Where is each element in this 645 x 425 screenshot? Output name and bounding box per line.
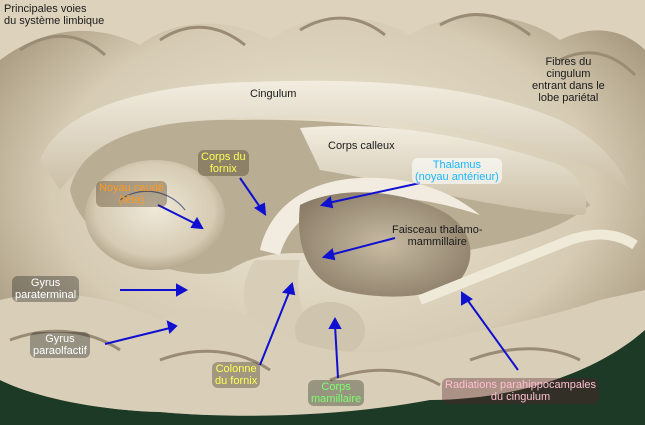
label-thalamus: Thalamus (noyau antérieur) — [412, 158, 502, 184]
label-colonne-fornix: Colonne du fornix — [212, 362, 261, 388]
label-noyau-caude: Noyau caudé (tête) — [96, 181, 167, 207]
label-corps-fornix: Corps du fornix — [198, 150, 249, 176]
pointer-arrows — [104, 177, 519, 379]
label-faisceau: Faisceau thalamo- mammillaire — [392, 224, 483, 248]
label-gyrus-paraterminal: Gyrus paraterminal — [12, 276, 80, 302]
label-cingulum: Cingulum — [250, 88, 297, 100]
label-fibres-cingulum: Fibres du cingulum entrant dans le lobe … — [532, 56, 605, 104]
label-corps-mamillaire: Corps mamillaire — [308, 380, 365, 406]
label-radiations: Radiations parahippocampales du cingulum — [442, 378, 600, 404]
label-gyrus-paraolfactif: Gyrus paraolfactif — [30, 332, 90, 358]
label-corps-calleux: Corps calleux — [328, 140, 395, 152]
figure-title: Principales voies du système limbique — [4, 3, 105, 27]
